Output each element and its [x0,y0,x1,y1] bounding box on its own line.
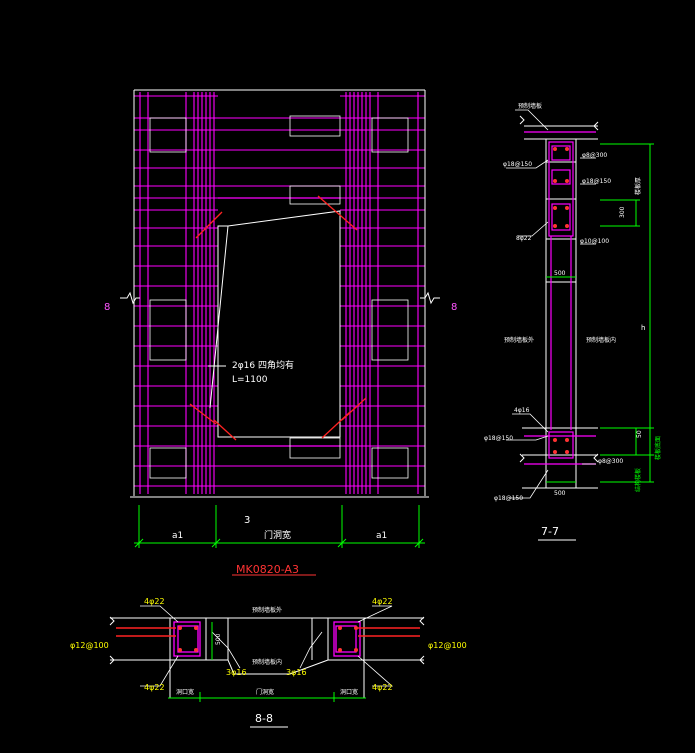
section-cut-marks [120,291,440,305]
s88-bottom-left: 洞口宽 [176,688,194,696]
stirrup-outline [371,117,409,153]
stirrup-outline [149,447,187,479]
s88-bottom-center: 门洞宽 [256,688,274,696]
s77-rebar-c: φ18@150 [582,178,611,185]
section-7-7: 预制墙板 φ18@150 φ8@300 φ18@150 8φ22 φ10@100… [484,102,662,541]
stirrup-outline [289,185,341,205]
elevation-diagonal-bars [189,195,367,441]
s88-label-tr: 4φ22 [372,597,393,606]
stirrup-outline [289,437,341,459]
dim-door-width: 门洞宽 [264,529,291,541]
s88-left-inner: 3φ16 [226,668,247,677]
s77-rebar-i: φ18@150 [494,495,523,502]
s77-rebar-a: φ18@150 [503,161,532,168]
s77-rebar-e: φ10@100 [580,238,609,245]
s77-side-bottom: 楼板底面 [654,436,662,460]
s77-dim-50: 50 [636,430,643,438]
s88-label-br: 4φ22 [372,683,393,692]
s77-rebar-f: 4φ16 [514,407,530,414]
s77-width-bottom: 500 [554,490,566,497]
elevation-dimension-line [134,505,425,548]
stirrup-outline [149,299,187,361]
s88-right-inner: 3φ16 [286,668,307,677]
rebar-note-line2: L=1100 [232,375,268,385]
stirrup-outline [289,115,341,137]
stirrup-outline [371,299,409,361]
s77-rebar-b: φ8@300 [582,152,607,159]
door-opening-elevation: 8 8 2φ16 四角均有 L=1100 a1 门洞宽 a1 3 MK0820-… [104,89,457,576]
s77-side-floor: 结构楼板 [634,468,642,492]
s88-bottom-face: 预制墙板内 [252,658,282,666]
s88-left-bar: φ12@100 [70,641,109,650]
elevation-outline [130,89,429,498]
elevation-title: MK0820-A3 [236,563,299,576]
s77-top-left: 预制墙板 [518,102,542,110]
s88-label-bl: 4φ22 [144,683,165,692]
section-8-8: 4φ22 4φ22 4φ22 4φ22 φ12@100 φ12@100 3φ16… [70,597,467,728]
s88-top-face: 预制墙板外 [252,606,282,614]
s77-width-top: 500 [554,270,566,277]
s77-right-face: 预制墙板内 [586,336,616,344]
s77-side-h: h [641,324,645,332]
section-mark-left: 8 [104,302,110,313]
s88-bottom-right: 洞口宽 [340,688,358,696]
section-mark-right: 8 [451,302,457,313]
s77-rebar-g: φ18@150 [484,435,513,442]
s77-rebar-d: 8φ22 [516,235,532,242]
s77-dim-300: 300 [619,206,626,218]
s77-left-face: 预制墙板外 [504,336,534,344]
s88-right-bar: φ12@100 [428,641,467,650]
rebar-note-line1: 2φ16 四角均有 [232,359,294,371]
s77-side-top: 楼板厚 [634,177,642,195]
dim-a1-left: a1 [172,531,183,541]
s77-title: 7-7 [541,525,559,538]
s88-label-tl: 4φ22 [144,597,165,606]
center-mark: 3 [244,515,250,526]
s88-dim-500: 500 [215,633,222,645]
elevation-rebar-grid [134,92,425,494]
s88-title: 8-8 [255,712,273,725]
stirrup-outline [371,447,409,479]
dim-a1-right: a1 [376,531,387,541]
stirrup-outline [149,117,187,153]
s77-rebar-h: φ8@300 [598,458,623,465]
